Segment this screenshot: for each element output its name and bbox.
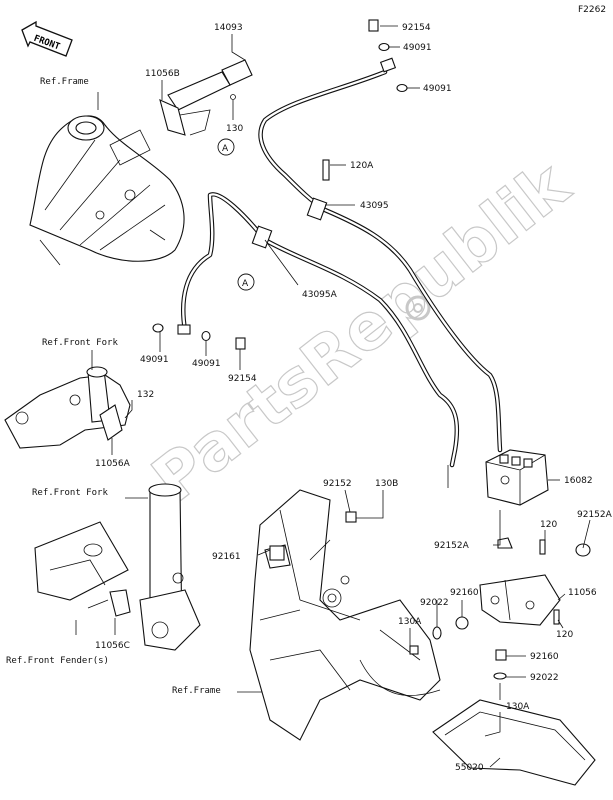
part-120-bottom: 120 [556, 630, 573, 640]
part-11056b: 11056B [145, 69, 180, 79]
brake-hose-43095 [258, 69, 503, 453]
callout-a-mid: A [237, 273, 255, 291]
part-49091-left1: 49091 [140, 355, 169, 365]
banjo-fittings-top [322, 19, 408, 181]
part-130a-bottom: 130A [506, 702, 530, 712]
ref-front-fork-mid: Ref.Front Fork [32, 488, 108, 498]
ref-frame-bottom: Ref.Frame [172, 686, 221, 696]
part-92152: 92152 [323, 479, 352, 489]
part-49091-left2: 49091 [192, 359, 221, 369]
abs-bracket-11056 [479, 574, 561, 626]
part-49091-top2: 49091 [423, 84, 452, 94]
watermark-gear-icon [405, 295, 431, 321]
part-92152a-right: 92152A [577, 510, 613, 520]
bracket-14093 [159, 59, 253, 136]
part-92022-top: 92022 [420, 598, 449, 608]
part-130b: 130B [375, 479, 398, 489]
part-55020: 55020 [455, 763, 484, 773]
ref-frame-top: Ref.Frame [40, 77, 89, 87]
svg-text:A: A [222, 144, 229, 154]
part-92160-top: 92160 [450, 588, 479, 598]
abs-unit-16082 [485, 449, 549, 506]
part-130-top: 130 [226, 124, 243, 134]
part-11056a: 11056A [95, 459, 131, 469]
brake-hose-43095a [181, 192, 460, 468]
leader-lines [75, 25, 591, 768]
ref-front-fork-top: Ref.Front Fork [42, 338, 118, 348]
frame-top-drawing [29, 115, 185, 266]
front-fork-mid-drawing [34, 483, 201, 651]
part-132: 132 [137, 390, 154, 400]
part-92154-top: 92154 [402, 23, 431, 33]
front-fork-top-drawing [4, 366, 131, 449]
callout-a-top: A [217, 138, 235, 156]
hose-clamp-upper [306, 197, 328, 221]
figure-code: F2262 [578, 5, 606, 15]
banjo-fittings-left [152, 323, 246, 350]
frame-bottom-drawing [249, 489, 441, 741]
part-11056: 11056 [568, 588, 597, 598]
part-120a: 120A [350, 161, 374, 171]
part-92152a-left: 92152A [434, 541, 470, 551]
part-16082: 16082 [564, 476, 593, 486]
part-92161: 92161 [212, 552, 241, 562]
part-43095a: 43095A [302, 290, 338, 300]
part-120-right: 120 [540, 520, 557, 530]
part-43095: 43095 [360, 201, 389, 211]
part-92154-left: 92154 [228, 374, 257, 384]
part-92022-bottom: 92022 [530, 673, 559, 683]
part-11056c: 11056C [95, 641, 130, 651]
part-130a-left: 130A [398, 617, 422, 627]
svg-text:A: A [242, 279, 249, 289]
part-14093: 14093 [214, 23, 243, 33]
front-arrow-icon: FRONT [21, 20, 73, 57]
ref-front-fender: Ref.Front Fender(s) [6, 656, 109, 666]
under-cover-55020 [432, 699, 596, 786]
part-49091-top1: 49091 [403, 43, 432, 53]
part-92160-bottom: 92160 [530, 652, 559, 662]
